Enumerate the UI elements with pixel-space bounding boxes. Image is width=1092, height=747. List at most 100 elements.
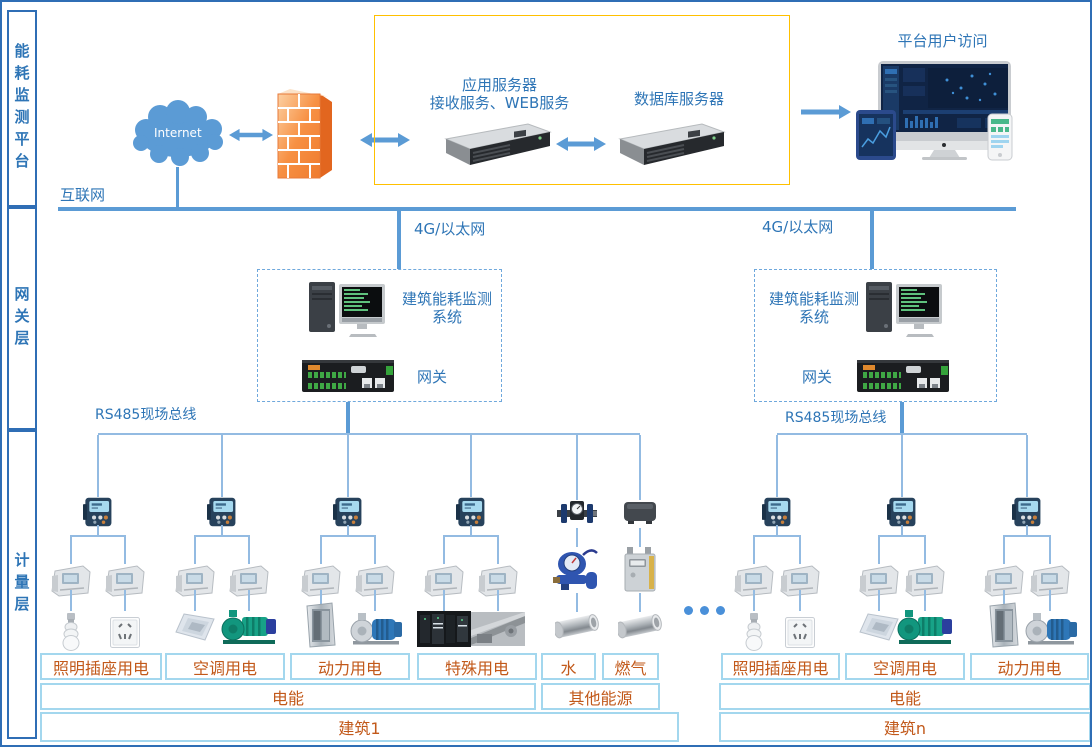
meter-load-link-line [639, 593, 641, 612]
industrial-equipment-icon [471, 612, 525, 646]
branch-line [754, 535, 800, 537]
internet-bus-line [58, 207, 1016, 211]
bus-meter-link-line [1026, 435, 1028, 497]
water-meter-icon [553, 547, 602, 592]
app-server-icon [440, 121, 552, 167]
system-label-line2: 系统 [431, 308, 462, 326]
meter-branch-line [470, 525, 472, 536]
flow-meter-icon [557, 500, 597, 527]
db-server-title: 数据库服务器 [633, 90, 724, 108]
power-meter-icon [1012, 497, 1042, 527]
gateway-bus-link-line [900, 402, 904, 435]
bus-meter-link-line [776, 435, 778, 497]
power-meter-icon [887, 497, 917, 527]
branch-line [320, 535, 322, 564]
layer-label-platform: 能耗监测平台 [7, 10, 37, 207]
category-cell: 照明插座用电 [721, 653, 840, 680]
branch-line [878, 535, 880, 564]
wan-link-line [397, 211, 401, 270]
meter-branch-line [776, 525, 778, 536]
meter-load-link-line [124, 590, 126, 611]
tablet-icon [855, 109, 897, 161]
gateway-device-icon [857, 358, 949, 394]
ellipsis-dot [700, 606, 709, 615]
wan-link-line [870, 211, 874, 270]
meter-branch-line [901, 525, 903, 536]
internet-bus-label: 互联网 [60, 186, 106, 204]
motor-pump-icon [348, 611, 403, 646]
meter-load-link-line [443, 590, 445, 611]
meter-load-link-line [194, 590, 196, 611]
double-arrow-icon [548, 135, 614, 153]
layer-label-gateway: 网关层 [7, 207, 37, 430]
gas-collector-icon [623, 501, 657, 525]
app-server-title: 应用服务器 [461, 76, 537, 94]
app-server-label: 应用服务器 接收服务、WEB服务 [402, 76, 597, 112]
meter-link-line [576, 528, 578, 547]
elevator-icon [988, 602, 1020, 648]
system-label-line1: 建筑能耗监测 [768, 290, 859, 308]
monitoring-pc-icon [307, 280, 387, 338]
rs485-bus-label: RS485现场总线 [785, 410, 887, 426]
meter-load-link-line [70, 590, 72, 611]
pipe-icon [618, 612, 662, 640]
meter-load-link-line [497, 590, 499, 611]
lightbulb-icon [745, 613, 763, 651]
wan-label-right: 4G/以太网 [762, 218, 834, 236]
rs485-bus-label: RS485现场总线 [95, 407, 197, 423]
meter-branch-line [347, 525, 349, 536]
gas-meter-icon [624, 547, 656, 592]
internet-cloud-label: Internet [154, 126, 202, 140]
meter-load-link-line [753, 590, 755, 611]
machine-room-icon [417, 611, 471, 647]
mobile-phone-icon [987, 113, 1013, 161]
lightbulb-icon [62, 613, 80, 651]
energy-type-cell: 其他能源 [541, 683, 660, 710]
meter-branch-line [97, 525, 99, 536]
meter-load-link-line [1049, 590, 1051, 611]
wall-socket-icon [785, 617, 815, 648]
branch-line [70, 535, 72, 564]
bus-meter-link-line [470, 435, 472, 497]
right-arrow-icon [792, 103, 860, 121]
branch-line [321, 535, 375, 537]
energy-type-cell: 电能 [719, 683, 1090, 710]
branch-line [124, 535, 126, 564]
building-cell: 建筑1 [40, 712, 679, 742]
pipe-icon [555, 612, 599, 640]
air-conditioner-icon [859, 613, 899, 641]
branch-line [1049, 535, 1051, 564]
bus-meter-link-line [901, 435, 903, 497]
branch-line [71, 535, 125, 537]
system-label-line1: 建筑能耗监测 [401, 290, 492, 308]
branch-line [194, 535, 196, 564]
branch-line [195, 535, 249, 537]
power-meter-icon [762, 497, 792, 527]
user-access-title: 平台用户访问 [897, 32, 988, 50]
branch-line [924, 535, 926, 564]
branch-line [753, 535, 755, 564]
branch-line [248, 535, 250, 564]
rs485-bus-line [98, 433, 640, 435]
meter-load-link-line [1003, 590, 1005, 611]
water-pump-icon [220, 609, 278, 646]
category-cell: 动力用电 [970, 653, 1089, 680]
ellipsis-dot [716, 606, 725, 615]
power-meter-icon [456, 497, 486, 527]
meter-link-line [639, 528, 641, 547]
category-cell: 水 [541, 653, 596, 680]
branch-line [879, 535, 925, 537]
layer-label-metering: 计量层 [7, 430, 37, 739]
category-cell: 燃气 [602, 653, 659, 680]
gateway-bus-link-line [346, 402, 350, 435]
power-meter-icon [207, 497, 237, 527]
power-meter-icon [83, 497, 113, 527]
energy-type-cell: 电能 [40, 683, 536, 710]
app-server-subtitle: 接收服务、WEB服务 [429, 94, 570, 112]
category-cell: 照明插座用电 [40, 653, 162, 680]
ellipsis-dot [684, 606, 693, 615]
bus-meter-link-line [97, 435, 99, 497]
monitoring-pc-icon [864, 280, 944, 338]
wan-label-left: 4G/以太网 [414, 220, 486, 238]
bus-meter-link-line [576, 435, 578, 500]
